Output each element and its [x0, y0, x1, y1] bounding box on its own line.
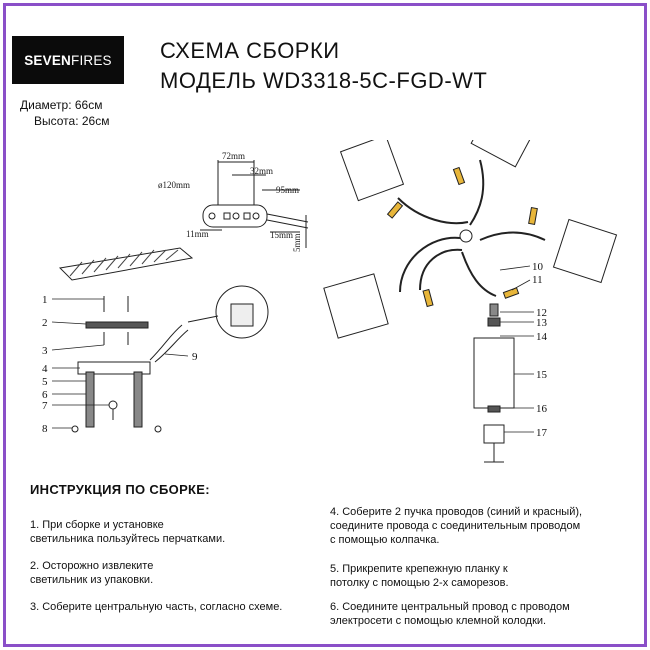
step-4-line-1: 4. Соберите 2 пучка проводов (синий и кр…: [330, 506, 583, 518]
label-5: 5: [42, 376, 48, 388]
step-4-line-3: с помощью колпачка.: [330, 534, 440, 546]
label-8: 8: [42, 423, 48, 435]
step-6-line-1: 6. Соедините центральный провод с провод…: [330, 601, 570, 613]
label-13: 13: [536, 317, 548, 329]
canopy-exploded-view: [58, 247, 269, 433]
label-12: 12: [536, 307, 547, 319]
instructions-heading: ИНСТРУКЦИЯ ПО СБОРКЕ:: [30, 482, 210, 497]
brand-part2: FIRES: [71, 52, 112, 68]
instruction-step-4: 4. Соберите 2 пучка проводов (синий и кр…: [330, 505, 620, 547]
title-line1: СХЕМА СБОРКИ: [160, 38, 340, 63]
label-1: 1: [42, 294, 48, 306]
dim-72: 72mm: [222, 151, 245, 161]
label-17: 17: [536, 427, 548, 439]
mounting-plate-detail: [200, 160, 309, 248]
label-15: 15: [536, 369, 548, 381]
title-line2: МОДЕЛЬ WD3318-5C-FGD-WT: [160, 68, 488, 93]
step-4-line-2: соедините провода с соединительным прово…: [330, 520, 581, 532]
brand-part1: SEVEN: [24, 52, 71, 68]
instruction-step-3: 3. Соберите центральную часть, согласно …: [30, 600, 320, 614]
dim-5: 5mm: [292, 233, 302, 252]
spec-diameter: Диаметр: 66см: [20, 98, 103, 112]
label-6: 6: [42, 389, 48, 401]
assembly-drawing: 72mm 32mm 95mm ø120mm 11mm 15mm 5mm: [42, 140, 618, 463]
dim-32: 32mm: [250, 166, 273, 176]
step-6-line-2: электросети с помощью клемной колодки.: [330, 615, 547, 627]
step-1-line-1: 1. При сборке и установке: [30, 519, 164, 531]
label-2: 2: [42, 317, 48, 329]
step-2-line-2: светильник из упаковки.: [30, 574, 154, 586]
step-5-line-2: потолку с помощью 2-х саморезов.: [330, 577, 509, 589]
dim-95: 95mm: [276, 185, 299, 195]
dim-diameter: ø120mm: [158, 180, 190, 190]
spec-height: Высота: 26см: [34, 114, 110, 128]
right-leaders: [499, 265, 534, 433]
label-11: 11: [532, 274, 543, 286]
dim-15: 15mm: [270, 230, 293, 240]
step-2-line-1: 2. Осторожно извлеките: [30, 560, 154, 572]
step-5-line-1: 5. Прикрепите крепежную планку к: [330, 563, 508, 575]
label-3: 3: [42, 345, 48, 357]
label-9: 9: [192, 351, 198, 363]
dim-11: 11mm: [186, 229, 209, 239]
label-16: 16: [536, 403, 548, 415]
step-3-line-1: 3. Соберите центральную часть, согласно …: [30, 601, 283, 613]
label-4: 4: [42, 363, 48, 375]
label-10: 10: [532, 261, 544, 273]
label-14: 14: [536, 331, 548, 343]
instruction-step-2: 2. Осторожно извлеките светильник из упа…: [30, 559, 320, 587]
page-frame: [3, 3, 647, 647]
label-7: 7: [42, 400, 48, 412]
instruction-step-1: 1. При сборке и установке светильника по…: [30, 518, 320, 546]
instruction-step-5: 5. Прикрепите крепежную планку к потолку…: [330, 562, 620, 590]
left-leaders: [51, 298, 189, 429]
chandelier-view: [323, 140, 618, 463]
instruction-step-6: 6. Соедините центральный провод с провод…: [330, 600, 620, 628]
step-1-line-2: светильника пользуйтесь перчатками.: [30, 533, 226, 545]
